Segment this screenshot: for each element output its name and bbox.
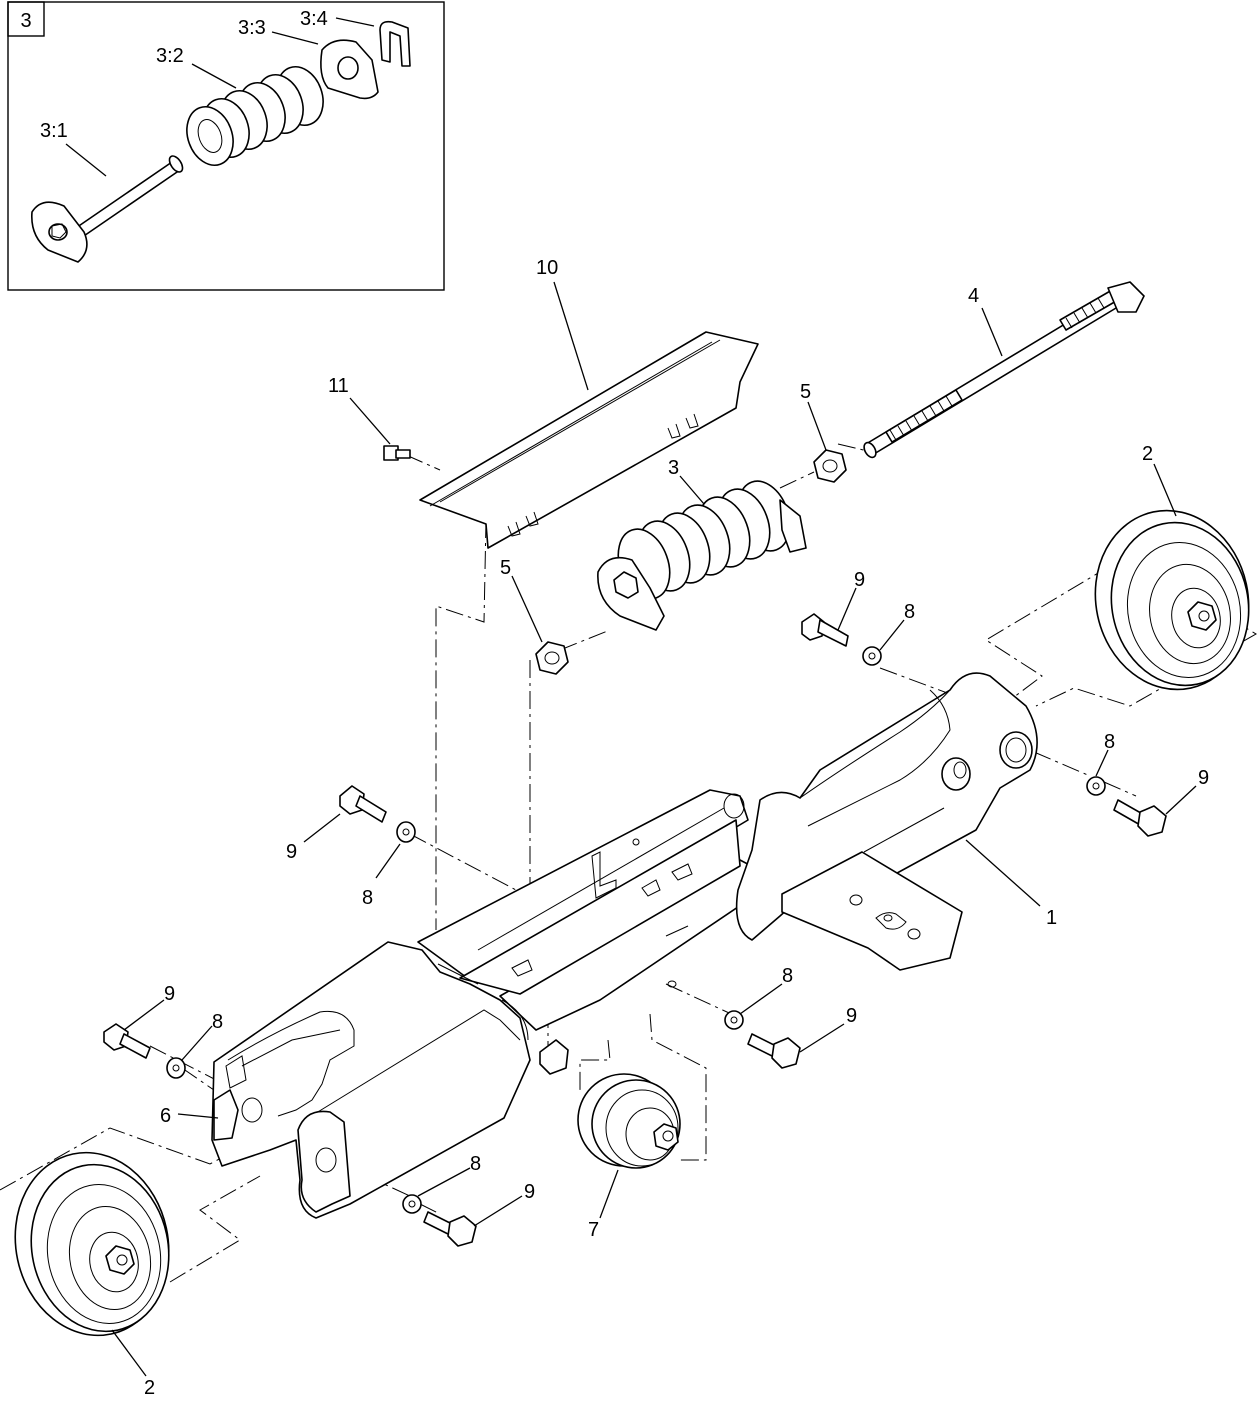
part-3-4-clip — [379, 20, 411, 67]
part-3-1-pin — [31, 155, 184, 263]
callout-5-mid: 5 — [500, 557, 511, 579]
inset-id-label: 3 — [20, 10, 31, 32]
part-3-3-plate — [320, 39, 379, 100]
callout-8-a: 8 — [904, 601, 915, 623]
callout-6: 6 — [160, 1105, 171, 1127]
callout-9-b: 9 — [1198, 767, 1209, 789]
callout-9-c: 9 — [286, 841, 297, 863]
callout-10: 10 — [536, 257, 558, 279]
part-8-washer-upper — [862, 646, 882, 666]
part-8-washer-right — [1086, 776, 1106, 796]
callout-8-e: 8 — [212, 1011, 223, 1033]
callout-9-e: 9 — [164, 983, 175, 1005]
part-8-washer-lower-left — [166, 1057, 186, 1079]
callout-3-2: 3:2 — [156, 45, 184, 67]
part-11-bolt — [383, 445, 411, 461]
part-9-bolt-upper — [801, 613, 849, 647]
part-9-bolt-mid-left — [339, 785, 387, 823]
part-1-main-frame — [211, 672, 1038, 1219]
callout-2-left: 2 — [144, 1377, 155, 1399]
part-10-cover — [419, 331, 759, 549]
part-3-2-spring — [186, 66, 324, 166]
part-2-idler-wheel-right — [1094, 509, 1250, 691]
callout-3-3: 3:3 — [238, 17, 266, 39]
callout-7: 7 — [588, 1219, 599, 1241]
part-8-washer-bottom — [402, 1194, 422, 1214]
part-5-nut-mid — [535, 641, 569, 675]
part-8-washer-mid-left — [396, 821, 416, 843]
callout-3-1: 3:1 — [40, 120, 68, 142]
callout-5-top: 5 — [800, 381, 811, 403]
callout-8-c: 8 — [362, 887, 373, 909]
callout-2-right: 2 — [1142, 443, 1153, 465]
part-5-nut-top — [813, 449, 847, 483]
part-8-washer-lower-mid — [724, 1010, 744, 1030]
inset-detail-3: 3 3:1 3:2 — [7, 1, 445, 291]
part-9-bolt-lower-left — [103, 1023, 151, 1059]
callout-3-4: 3:4 — [300, 8, 328, 30]
callout-1: 1 — [1046, 907, 1057, 929]
callout-8-f: 8 — [470, 1153, 481, 1175]
callout-9-a: 9 — [854, 569, 865, 591]
callout-4: 4 — [968, 285, 979, 307]
part-4-adjuster-rod — [863, 281, 1145, 459]
callout-8-d: 8 — [782, 965, 793, 987]
part-3-spring-assembly — [597, 480, 807, 631]
part-7-roller — [577, 1073, 681, 1169]
callout-9-d: 9 — [846, 1005, 857, 1027]
part-9-bolt-bottom — [423, 1211, 477, 1247]
callout-11: 11 — [328, 375, 349, 397]
callouts-main: 10 4 11 5 3 5 2 9 8 8 9 9 8 1 8 9 9 — [111, 257, 1209, 1399]
part-2-idler-wheel-left — [14, 1151, 170, 1337]
part-9-bolt-right — [1113, 799, 1167, 837]
callout-8-b: 8 — [1104, 731, 1115, 753]
part-9-bolt-lower-mid — [747, 1033, 801, 1069]
callout-9-f: 9 — [524, 1181, 535, 1203]
callout-3: 3 — [668, 457, 679, 479]
